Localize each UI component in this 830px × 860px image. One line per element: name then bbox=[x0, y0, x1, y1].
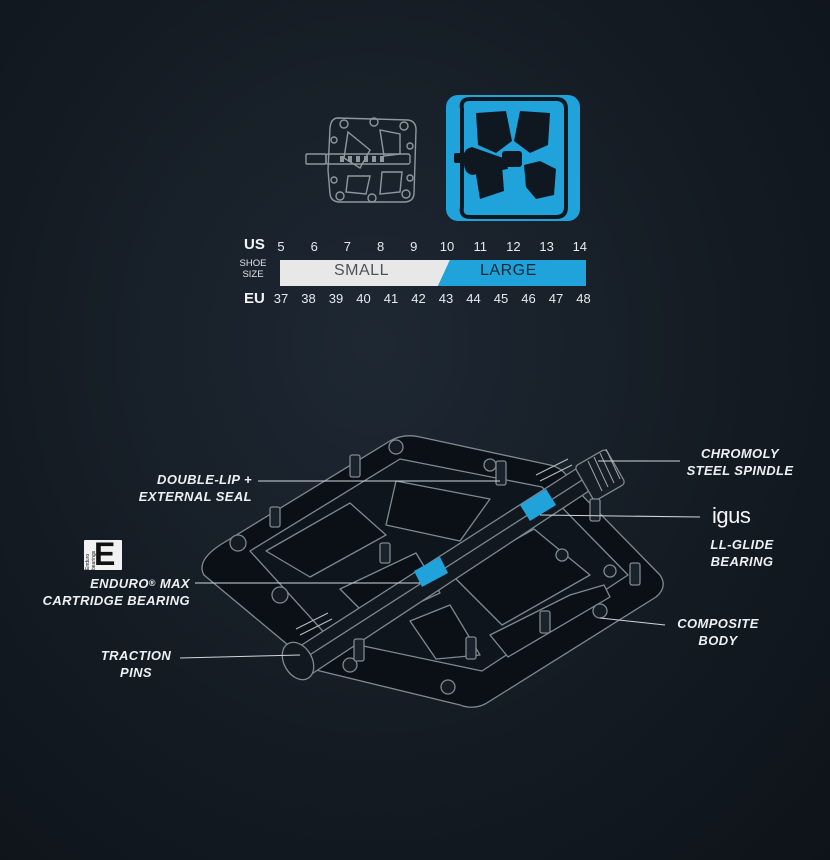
size-bar bbox=[280, 260, 586, 286]
eu-size-38: 38 bbox=[301, 291, 316, 306]
composite-body-callout: COMPOSITE BODY bbox=[677, 616, 759, 648]
traction-pins-callout: TRACTION PINS bbox=[100, 648, 172, 680]
us-size-9: 9 bbox=[410, 239, 418, 254]
small-pedal-outline-icon bbox=[305, 117, 417, 203]
pedal-exploded-diagram bbox=[201, 435, 664, 708]
us-size-11: 11 bbox=[473, 239, 487, 254]
eu-size-46: 46 bbox=[521, 291, 536, 306]
us-size-6: 6 bbox=[310, 239, 318, 254]
eu-size-41: 41 bbox=[383, 291, 399, 306]
eu-size-37: 37 bbox=[273, 291, 289, 306]
shoe-size-label: SHOE SIZE bbox=[239, 258, 267, 280]
eu-row-label: EU bbox=[244, 290, 265, 307]
us-size-12: 12 bbox=[506, 239, 521, 254]
eu-size-48: 48 bbox=[576, 291, 591, 306]
us-size-14: 14 bbox=[572, 239, 588, 254]
us-row-label: US bbox=[244, 236, 265, 253]
eu-size-44: 44 bbox=[466, 291, 481, 306]
enduro-bearings-logo: Enduro bearings E bbox=[84, 537, 122, 571]
double-lip-seal-callout: DOUBLE-LIP + EXTERNAL SEAL bbox=[138, 472, 252, 504]
us-size-7: 7 bbox=[343, 239, 352, 254]
ll-glide-bearing-callout: LL-GLIDE BEARING bbox=[710, 537, 774, 569]
eu-size-40: 40 bbox=[356, 291, 371, 306]
us-size-5: 5 bbox=[277, 239, 285, 254]
chromoly-spindle-callout: CHROMOLY STEEL SPINDLE bbox=[686, 446, 794, 478]
eu-size-47: 47 bbox=[548, 291, 564, 306]
igus-logo: igus bbox=[712, 503, 751, 528]
shoe-size-chart: US SHOE SIZE EU 5 6 7 8 9 10 11 12 13 14 SMALL LA… bbox=[230, 232, 591, 312]
eu-size-42: 42 bbox=[411, 291, 426, 306]
eu-size-43: 43 bbox=[438, 291, 454, 306]
large-size-label: LARGE bbox=[480, 262, 537, 279]
eu-size-45: 45 bbox=[493, 291, 509, 306]
us-size-8: 8 bbox=[376, 239, 385, 254]
us-size-10: 10 bbox=[439, 239, 455, 254]
small-size-label: SMALL bbox=[334, 262, 389, 279]
us-size-13: 13 bbox=[539, 239, 554, 254]
enduro-max-bearing-callout: ENDURO® MAX CARTRIDGE BEARING bbox=[42, 576, 190, 608]
large-pedal-blue-icon bbox=[446, 95, 580, 221]
eu-size-39: 39 bbox=[328, 291, 344, 306]
